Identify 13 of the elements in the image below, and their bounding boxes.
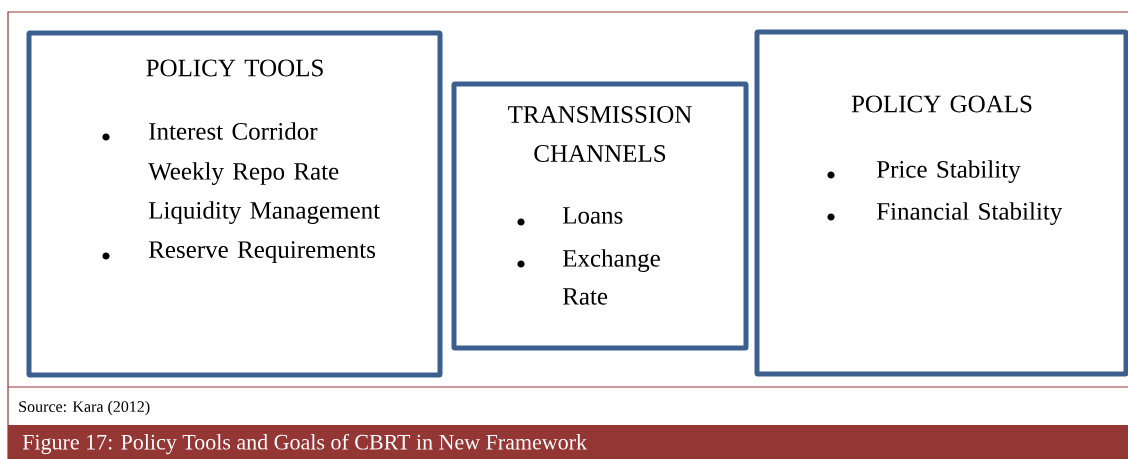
bullet-item: Interest Corridor — [102, 122, 318, 141]
bullet-item: Exchange Rate — [517, 249, 660, 305]
bullet-item: Reserve Requirements — [102, 241, 376, 264]
bullet-item: Price Stability — [827, 160, 1021, 183]
list-item: Liquidity Management — [148, 201, 380, 224]
box-heading: POLICY TOOLS — [146, 59, 323, 77]
caption-band: Figure 17: Policy Tools and Goals of CBRT in New Framework — [8, 425, 1128, 459]
box-heading: TRANSMISSION CHANNELS — [508, 106, 692, 162]
list-item: Weekly Repo Rate — [148, 162, 339, 185]
bullet-item: Loans — [517, 207, 623, 226]
bullet-item: Financial Stability — [827, 202, 1063, 225]
source-note: Source: Kara (2012) — [19, 400, 150, 416]
box-heading: POLICY GOALS — [851, 95, 1032, 113]
